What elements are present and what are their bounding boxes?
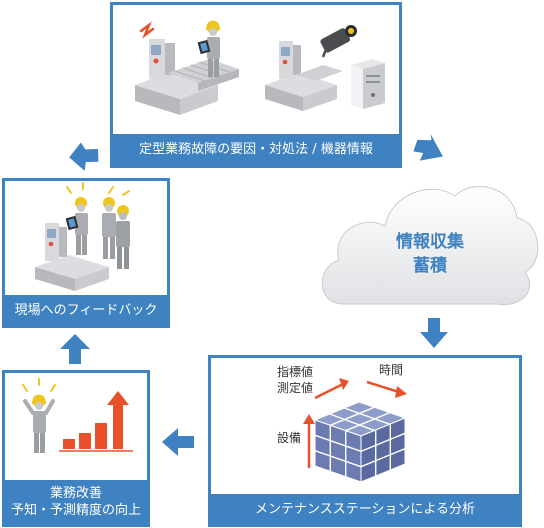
data-cube — [313, 401, 407, 483]
worker-idea — [22, 378, 56, 453]
growth-bar-chart-icon — [59, 391, 133, 452]
camera-icon — [320, 25, 357, 58]
feedback-illustration — [35, 182, 130, 291]
cloud-label-line2: 蓄積 — [413, 256, 447, 276]
axis-label-indicator-2: 測定値 — [277, 380, 313, 395]
bottom-left-card: 業務改善 予知・予測精度の向上 — [2, 370, 150, 527]
arrow-to-top — [69, 142, 99, 171]
machine-left — [135, 21, 239, 115]
workers-group — [65, 182, 130, 269]
cloud-label-line1: 情報収集 — [396, 232, 464, 252]
axis-label-indicator-1: 指標値 — [277, 364, 313, 379]
top-card-caption: 定型業務故障の要因・対処法 / 機器情報 — [113, 134, 399, 165]
machine-right — [265, 41, 343, 111]
server-icon — [351, 59, 385, 109]
arrow-to-improvement — [162, 428, 194, 456]
left-card-caption: 現場へのフィードバック — [5, 295, 167, 325]
arrow-to-feedback — [60, 334, 90, 364]
machine-feedback — [35, 223, 109, 291]
top-card: 定型業務故障の要因・対処法 / 機器情報 — [110, 2, 402, 168]
axis-arrows — [303, 378, 407, 468]
analysis-cube-illustration: 指標値 測定値 時間 設備 — [277, 363, 407, 483]
axis-label-equipment: 設備 — [277, 430, 301, 445]
left-card: 現場へのフィードバック — [2, 178, 170, 328]
factory-illustration — [135, 20, 385, 115]
worker-with-tablet — [197, 20, 220, 77]
improvement-illustration — [22, 378, 133, 453]
top-card-caption-text: 定型業務故障の要因・対処法 / 機器情報 — [139, 142, 373, 157]
bottom-left-card-caption-line2: 予知・予測精度の向上 — [10, 503, 141, 518]
axis-label-time: 時間 — [379, 363, 403, 377]
arrow-to-analysis — [420, 318, 448, 348]
bottom-right-card-caption: メンテナンスステーションによる分析 — [211, 494, 519, 524]
arrow-to-cloud — [413, 134, 443, 161]
bottom-left-card-caption-line1: 業務改善 — [49, 486, 102, 501]
cloud-shape — [321, 186, 539, 306]
bottom-left-card-caption: 業務改善 予知・予測精度の向上 — [5, 480, 147, 524]
left-card-caption-text: 現場へのフィードバック — [14, 302, 158, 318]
bottom-right-card: 指標値 測定値 時間 設備 メンテナンスステーションによる分析 — [208, 355, 522, 527]
bottom-right-card-caption-text: メンテナンスステーションによる分析 — [254, 501, 476, 517]
cloud-label: 情報収集 蓄積 — [360, 230, 500, 278]
